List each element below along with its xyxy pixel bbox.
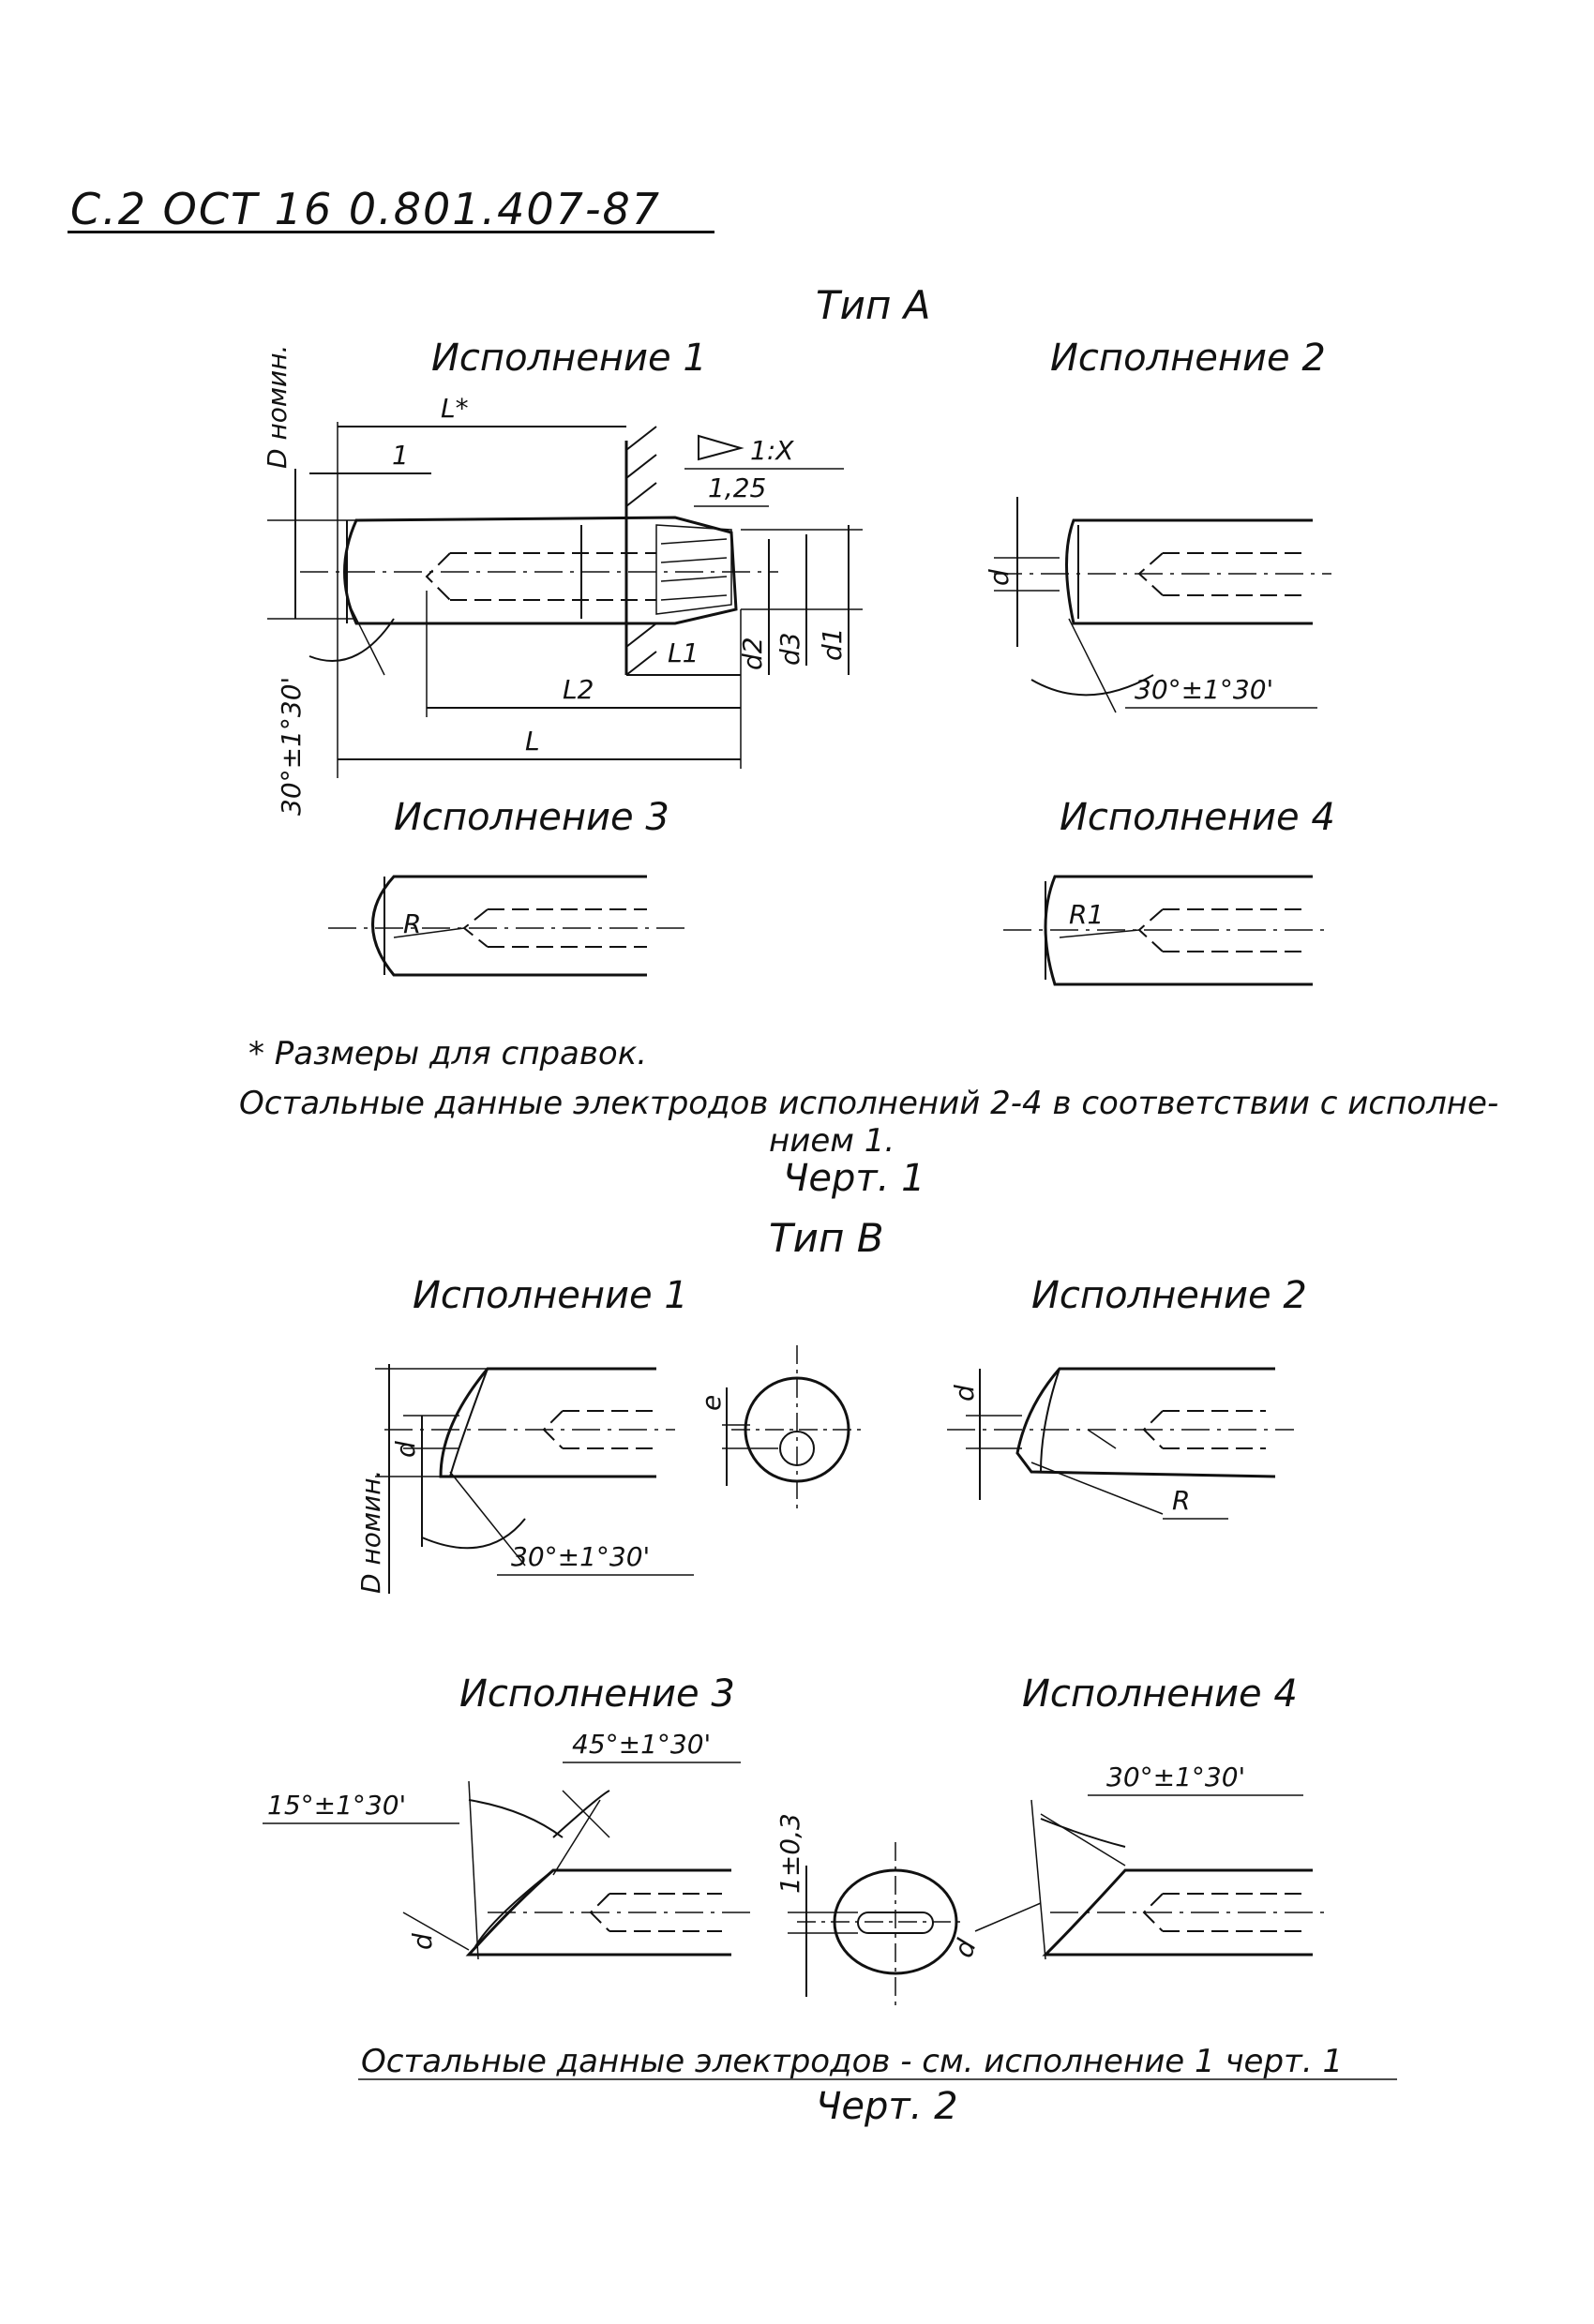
dim-d3: d3	[774, 632, 805, 666]
dim-d-nom: D номин.	[262, 345, 293, 469]
dim-r1: R1	[1069, 899, 1104, 930]
dim-one: 1	[392, 440, 409, 471]
dim-l: L	[525, 726, 540, 757]
header-underline	[68, 231, 714, 233]
drawing2-caption: Черт. 2	[816, 2085, 958, 2128]
type-b-variant-2-label: Исполнение 2	[1031, 1274, 1307, 1317]
dim-d-b3: d	[407, 1933, 438, 1950]
dim-d-b1: d	[390, 1441, 421, 1458]
note-rest-data-line2: нием 1.	[769, 1122, 895, 1160]
note-reference-sizes: * Размеры для справок.	[248, 1035, 647, 1072]
type-a-variant-3-label: Исполнение 3	[394, 796, 669, 839]
type-b-variant-1-label: Исполнение 1	[413, 1274, 688, 1317]
dim-r: R	[403, 908, 421, 939]
drawing2-note: Остальные данные электродов - см. исполн…	[361, 2043, 1343, 2080]
dim-angle-b4: 30°±1°30'	[1106, 1762, 1245, 1792]
type-a-variant-3: Исполнение 3 R	[328, 796, 684, 977]
type-b-variant-3: Исполнение 3 15°±1°30' 45°±1°30' d 1±0,3	[263, 1672, 966, 2006]
dim-angle1: 30°±1°30'	[276, 677, 307, 816]
dim-d1: d1	[817, 627, 848, 661]
dim-r125: 1,25	[708, 472, 766, 503]
note-rest-data-line1: Остальные данные электродов исполнений 2…	[239, 1085, 1498, 1122]
dim-d2: d2	[737, 637, 768, 670]
dim-d-a2: d	[984, 569, 1015, 586]
type-a-variant-1: Исполнение 1 L* 1 D номин. 1:X 1,25	[262, 337, 863, 816]
type-b-variant-1: Исполнение 1 d D номин. 30°±1°30' e	[355, 1274, 863, 1594]
dim-taper: 1:X	[750, 435, 794, 466]
dim-l1: L1	[668, 637, 699, 668]
document-header: С.2 ОСТ 16 0.801.407-87	[70, 184, 662, 234]
drawing1-caption: Черт. 1	[783, 1157, 925, 1200]
dim-angle-b3-45: 45°±1°30'	[572, 1729, 711, 1760]
dim-l2: L2	[563, 674, 594, 705]
type-a-variant-4-label: Исполнение 4	[1060, 796, 1335, 839]
type-b-variant-2: Исполнение 2 d R	[947, 1274, 1307, 1520]
dim-angle-b3-15: 15°±1°30'	[267, 1790, 406, 1821]
dim-d-b2: d	[949, 1385, 980, 1402]
type-b-variant-4: Исполнение 4 30°±1°30' d	[948, 1672, 1331, 1961]
type-a-variant-2-label: Исполнение 2	[1050, 337, 1326, 380]
dim-r-b2: R	[1172, 1485, 1190, 1516]
dim-angle-b1: 30°±1°30'	[511, 1541, 650, 1572]
dim-d-b4: d	[948, 1935, 983, 1961]
type-a-variant-2: Исполнение 2 d 30°±1°30'	[984, 337, 1331, 713]
dim-slot-tol: 1±0,3	[774, 1813, 805, 1894]
dim-d-nom-b1: D номин.	[355, 1470, 386, 1594]
type-b-variant-4-label: Исполнение 4	[1022, 1672, 1298, 1716]
type-b-variant-3-label: Исполнение 3	[459, 1672, 735, 1716]
dim-e: e	[696, 1395, 727, 1411]
dim-l-star: L*	[441, 393, 469, 424]
type-b-title: Тип В	[769, 1215, 884, 1261]
type-a-title: Тип А	[816, 282, 931, 328]
type-a-variant-4: Исполнение 4 R1	[1003, 796, 1335, 986]
type-a-variant-1-label: Исполнение 1	[431, 337, 707, 380]
dim-angle2: 30°±1°30'	[1135, 674, 1273, 705]
